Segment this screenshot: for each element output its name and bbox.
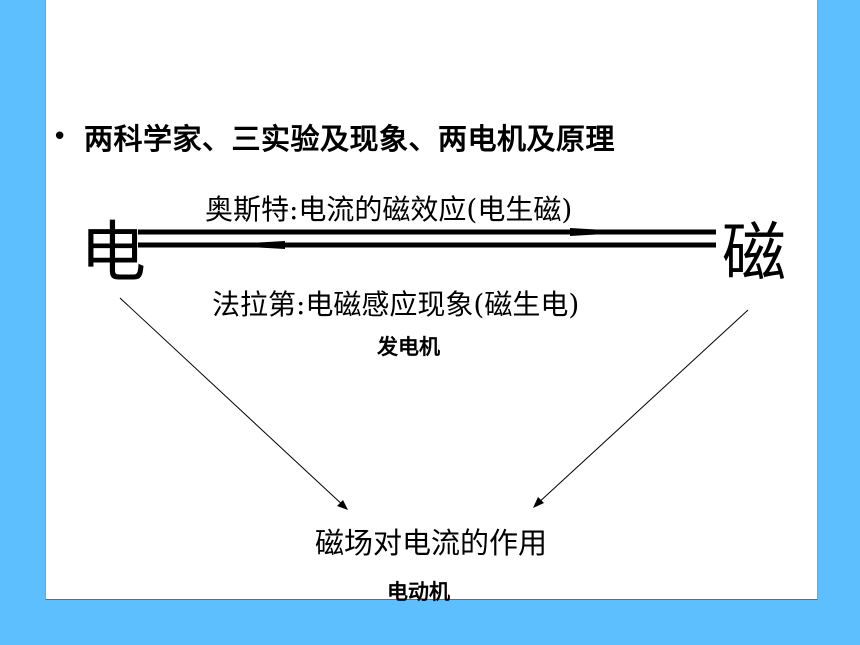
force-on-current-node: 磁场对电流的作用 [315, 526, 548, 560]
magnetism-node: 磁 [722, 217, 786, 291]
left-diagonal-line [119, 297, 347, 509]
oersted-label: 奥斯特:电流的磁效应(电生磁) [205, 193, 573, 226]
right-diagonal-line [535, 309, 749, 506]
top-arrow-head [570, 228, 640, 236]
bullet-text: 两科学家、三实验及现象、两电机及原理 [84, 122, 616, 156]
right-diagonal-arrowhead [533, 497, 544, 508]
bottom-arrow-head [215, 241, 285, 249]
motor-label: 电动机 [387, 580, 450, 604]
electricity-node: 电 [80, 214, 146, 291]
generator-label: 发电机 [377, 335, 440, 359]
bullet-point: • 两科学家、三实验及现象、两电机及原理 [52, 117, 752, 157]
slide-canvas [45, 0, 818, 600]
bullet-icon: • [52, 122, 68, 152]
left-diagonal-arrowhead [337, 500, 348, 510]
faraday-label: 法拉第:电磁感应现象(磁生电) [212, 288, 580, 321]
